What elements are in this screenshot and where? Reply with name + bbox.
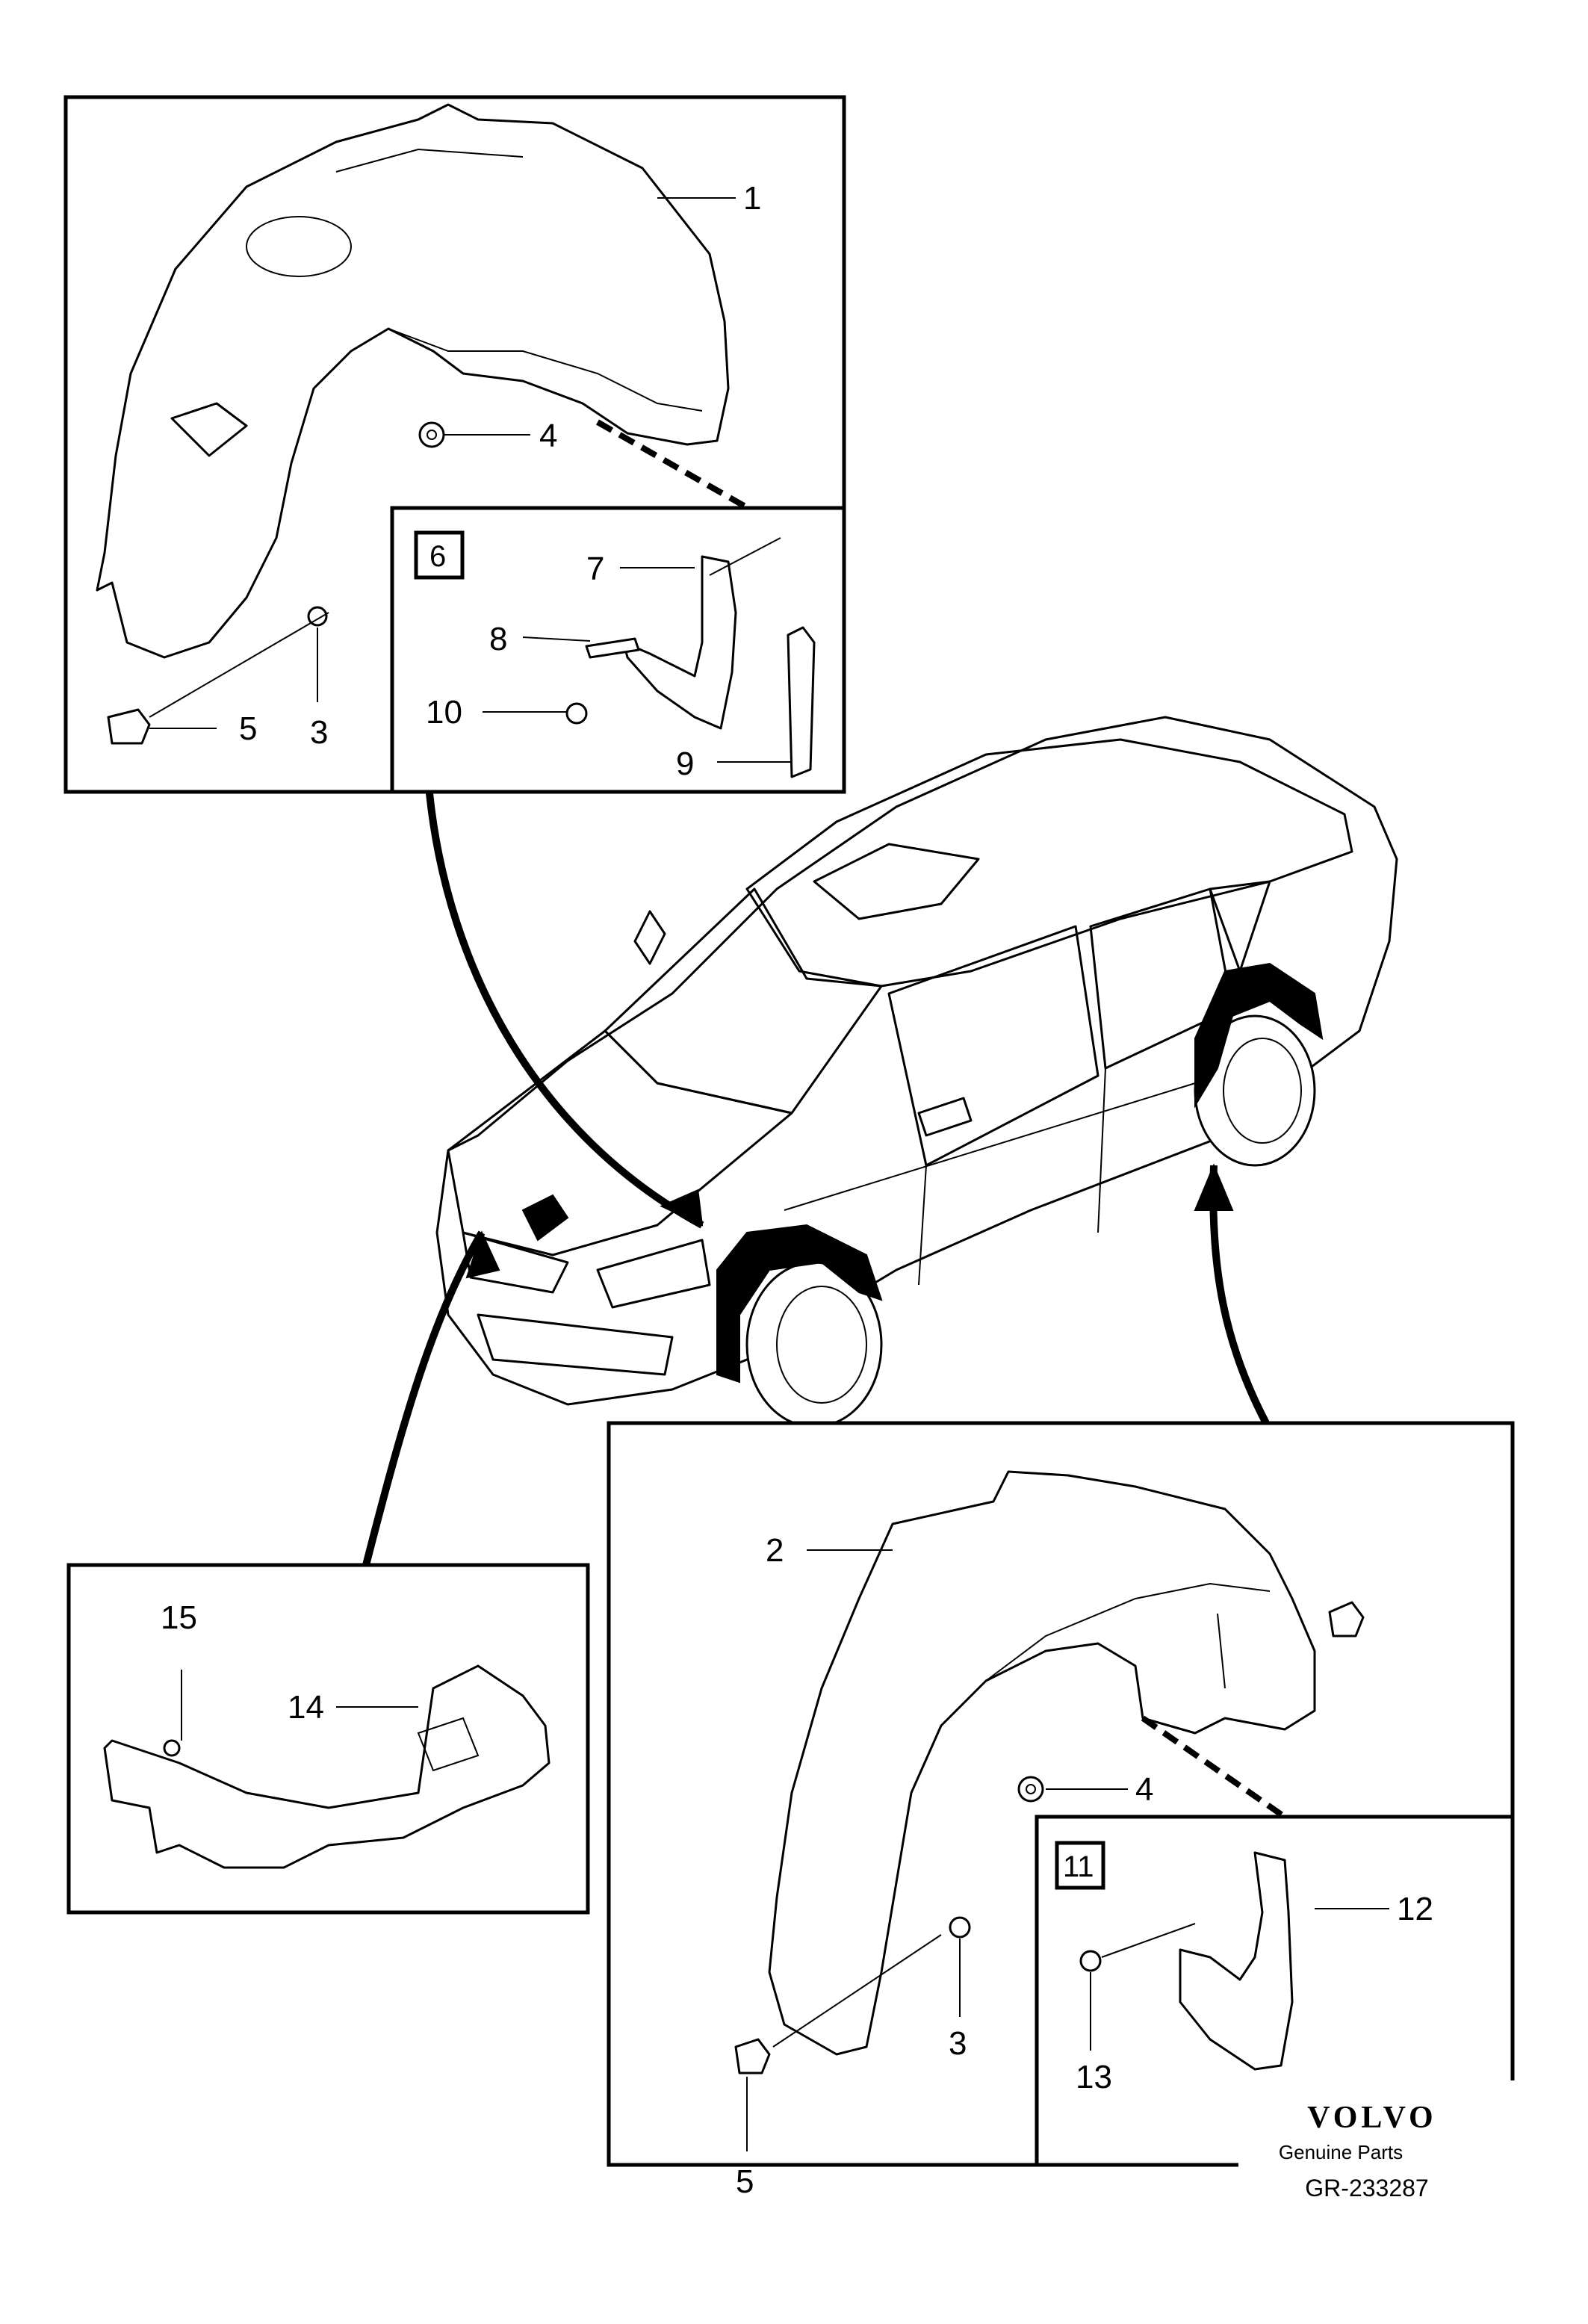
- callout-12: 12: [1397, 1891, 1433, 1927]
- callout-14: 14: [288, 1689, 324, 1726]
- bracket-icon: [103, 1664, 550, 1869]
- callout-11: 11: [1063, 1850, 1094, 1883]
- callout-4: 4: [539, 418, 557, 454]
- clip-icon: [107, 708, 151, 745]
- screw-icon: [949, 1916, 971, 1939]
- callout-9: 9: [676, 746, 694, 782]
- callout-2: 2: [766, 1532, 784, 1569]
- front-wheel-liner: [96, 103, 730, 659]
- nut-icon: [418, 421, 445, 448]
- brand-block: [1238, 2080, 1522, 2252]
- callout-4: 4: [1135, 1771, 1153, 1808]
- callout-15: 15: [161, 1599, 197, 1636]
- callout-1: 1: [743, 180, 761, 217]
- callout-3: 3: [310, 714, 328, 751]
- callout-box-11: [1055, 1841, 1105, 1890]
- front-bracket-panel: [66, 1563, 590, 1915]
- screw-icon: [307, 606, 328, 627]
- mudflap-icon: [622, 555, 737, 730]
- callout-5: 5: [239, 710, 257, 747]
- diagram-code: GR-233287: [1305, 2175, 1428, 2201]
- mudflap-icon: [1179, 1851, 1294, 2071]
- rear-wheel-liner: [768, 1470, 1316, 2056]
- callout-5: 5: [736, 2163, 754, 2200]
- car-illustration: [435, 716, 1398, 1428]
- screw-icon: [565, 702, 588, 725]
- brand-tagline: Genuine Parts: [1279, 2141, 1403, 2163]
- rivet-icon: [585, 637, 640, 659]
- link-arrows: [362, 793, 1270, 1567]
- nut-icon: [1017, 1776, 1044, 1803]
- clip-icon: [734, 2038, 771, 2074]
- clip-icon: [1328, 1601, 1365, 1637]
- screw-icon: [1079, 1950, 1102, 1972]
- callout-3: 3: [949, 2025, 967, 2062]
- callout-labels: 1 4 5 3 6 7 8 10 9 15 14 2 4 3 5 11 12 1…: [161, 180, 1433, 2200]
- callout-6: 6: [429, 540, 446, 573]
- callout-10: 10: [426, 694, 462, 731]
- callout-7: 7: [586, 551, 604, 587]
- brand-text: VOLVO Genuine Parts GR-233287: [1279, 2101, 1436, 2201]
- callout-8: 8: [489, 621, 507, 657]
- front-mudflap-panel: [390, 506, 846, 794]
- trim-strip-icon: [787, 626, 816, 778]
- brand-name: VOLVO: [1307, 2101, 1436, 2135]
- callout-box-6: [414, 530, 465, 580]
- callout-13: 13: [1076, 2059, 1112, 2095]
- screw-icon: [163, 1739, 181, 1757]
